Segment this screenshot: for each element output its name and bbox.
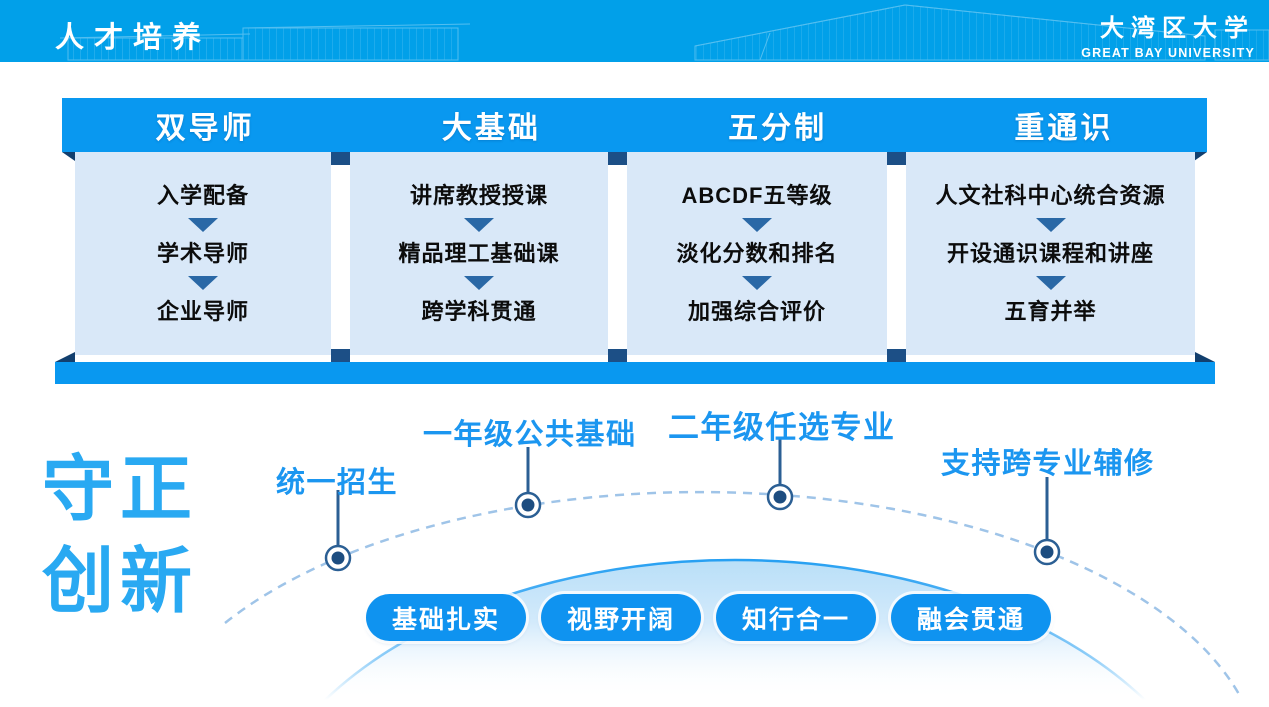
ribbon-fold-icon [1195, 352, 1215, 362]
quality-pill: 融会贯通 [891, 594, 1051, 641]
pillar-step: 企业导师 [156, 298, 249, 324]
slogan-text: 守正 创新 [42, 444, 198, 628]
panel-connector-icon [331, 349, 350, 362]
pillar-bottom-ribbon [55, 362, 1215, 384]
pillar-panel-general-education: 人文社科中心统合资源 开设通识课程和讲座 五育并举 [906, 152, 1195, 355]
down-arrow-icon [188, 275, 218, 290]
quality-pill: 视野开阔 [541, 594, 701, 641]
panel-connector-icon [331, 152, 350, 165]
pillar-panel-five-grade: ABCDF五等级 淡化分数和排名 加强综合评价 [627, 152, 887, 355]
campus-building-artwork [59, 4, 1269, 61]
pillar-step: 人文社科中心统合资源 [935, 182, 1166, 208]
quality-pill: 基础扎实 [366, 594, 526, 641]
slogan-line-1: 守正 [42, 450, 199, 530]
milestone-label-year1: 一年级公共基础 [423, 419, 637, 451]
panel-connector-icon [608, 349, 627, 362]
pillar-step: 学术导师 [156, 240, 249, 266]
down-arrow-icon [1035, 275, 1066, 290]
pillar-header-cell: 五分制 [635, 98, 921, 152]
pillar-panel-dual-mentor: 入学配备 学术导师 企业导师 [75, 152, 331, 355]
pillar-header-cell: 双导师 [62, 98, 348, 152]
milestone-label-minor: 支持跨专业辅修 [941, 448, 1155, 480]
pillar-title: 双导师 [155, 112, 255, 145]
down-arrow-icon [742, 217, 772, 232]
university-name-en: GREAT BAY UNIVERSITY [1081, 46, 1255, 60]
down-arrow-icon [464, 217, 494, 232]
pillar-step: ABCDF五等级 [681, 182, 833, 208]
pillar-title: 大基础 [441, 112, 541, 145]
panel-connector-icon [887, 349, 906, 362]
quality-pill: 知行合一 [716, 594, 876, 641]
quality-pills-row: 基础扎实 视野开阔 知行合一 融会贯通 [366, 594, 1051, 641]
down-arrow-icon [188, 217, 218, 232]
pillar-step: 跨学科贯通 [421, 298, 537, 324]
pillar-panel-broad-foundation: 讲席教授授课 精品理工基础课 跨学科贯通 [350, 152, 608, 355]
down-arrow-icon [1035, 217, 1066, 232]
ribbon-fold-icon [62, 152, 75, 161]
panel-connector-icon [608, 152, 627, 165]
milestone-dots [324, 483, 1061, 572]
pillar-step: 精品理工基础课 [398, 240, 560, 266]
pillar-step: 加强综合评价 [687, 298, 826, 324]
milestone-label-year2: 二年级任选专业 [668, 410, 896, 445]
ribbon-fold-icon [55, 352, 75, 362]
pillar-step: 五育并举 [1004, 298, 1097, 324]
down-arrow-icon [464, 275, 494, 290]
down-arrow-icon [742, 275, 772, 290]
university-logo-block: 大湾区大学 GREAT BAY UNIVERSITY [1081, 8, 1255, 60]
milestone-label-enrollment: 统一招生 [276, 467, 399, 499]
header-bar: 人才培养 大湾区大学 GREAT BAY UNIVERSITY [0, 0, 1269, 62]
pillar-header-cell: 重通识 [921, 98, 1207, 152]
panel-connector-icon [887, 152, 906, 165]
pillar-step: 入学配备 [156, 182, 249, 208]
pillar-header-cell: 大基础 [348, 98, 634, 152]
pillar-title: 五分制 [728, 112, 828, 145]
pillar-step: 开设通识课程和讲座 [946, 240, 1154, 266]
slogan-line-2: 创新 [42, 542, 199, 622]
pillar-header-ribbon: 双导师 大基础 五分制 重通识 [62, 98, 1207, 152]
ribbon-fold-icon [1194, 152, 1207, 161]
pillar-title: 重通识 [1014, 112, 1114, 145]
pillar-step: 讲席教授授课 [409, 182, 548, 208]
page-title: 人才培养 [55, 22, 212, 54]
pillar-step: 淡化分数和排名 [676, 240, 838, 266]
university-name-cn: 大湾区大学 [1100, 15, 1255, 42]
